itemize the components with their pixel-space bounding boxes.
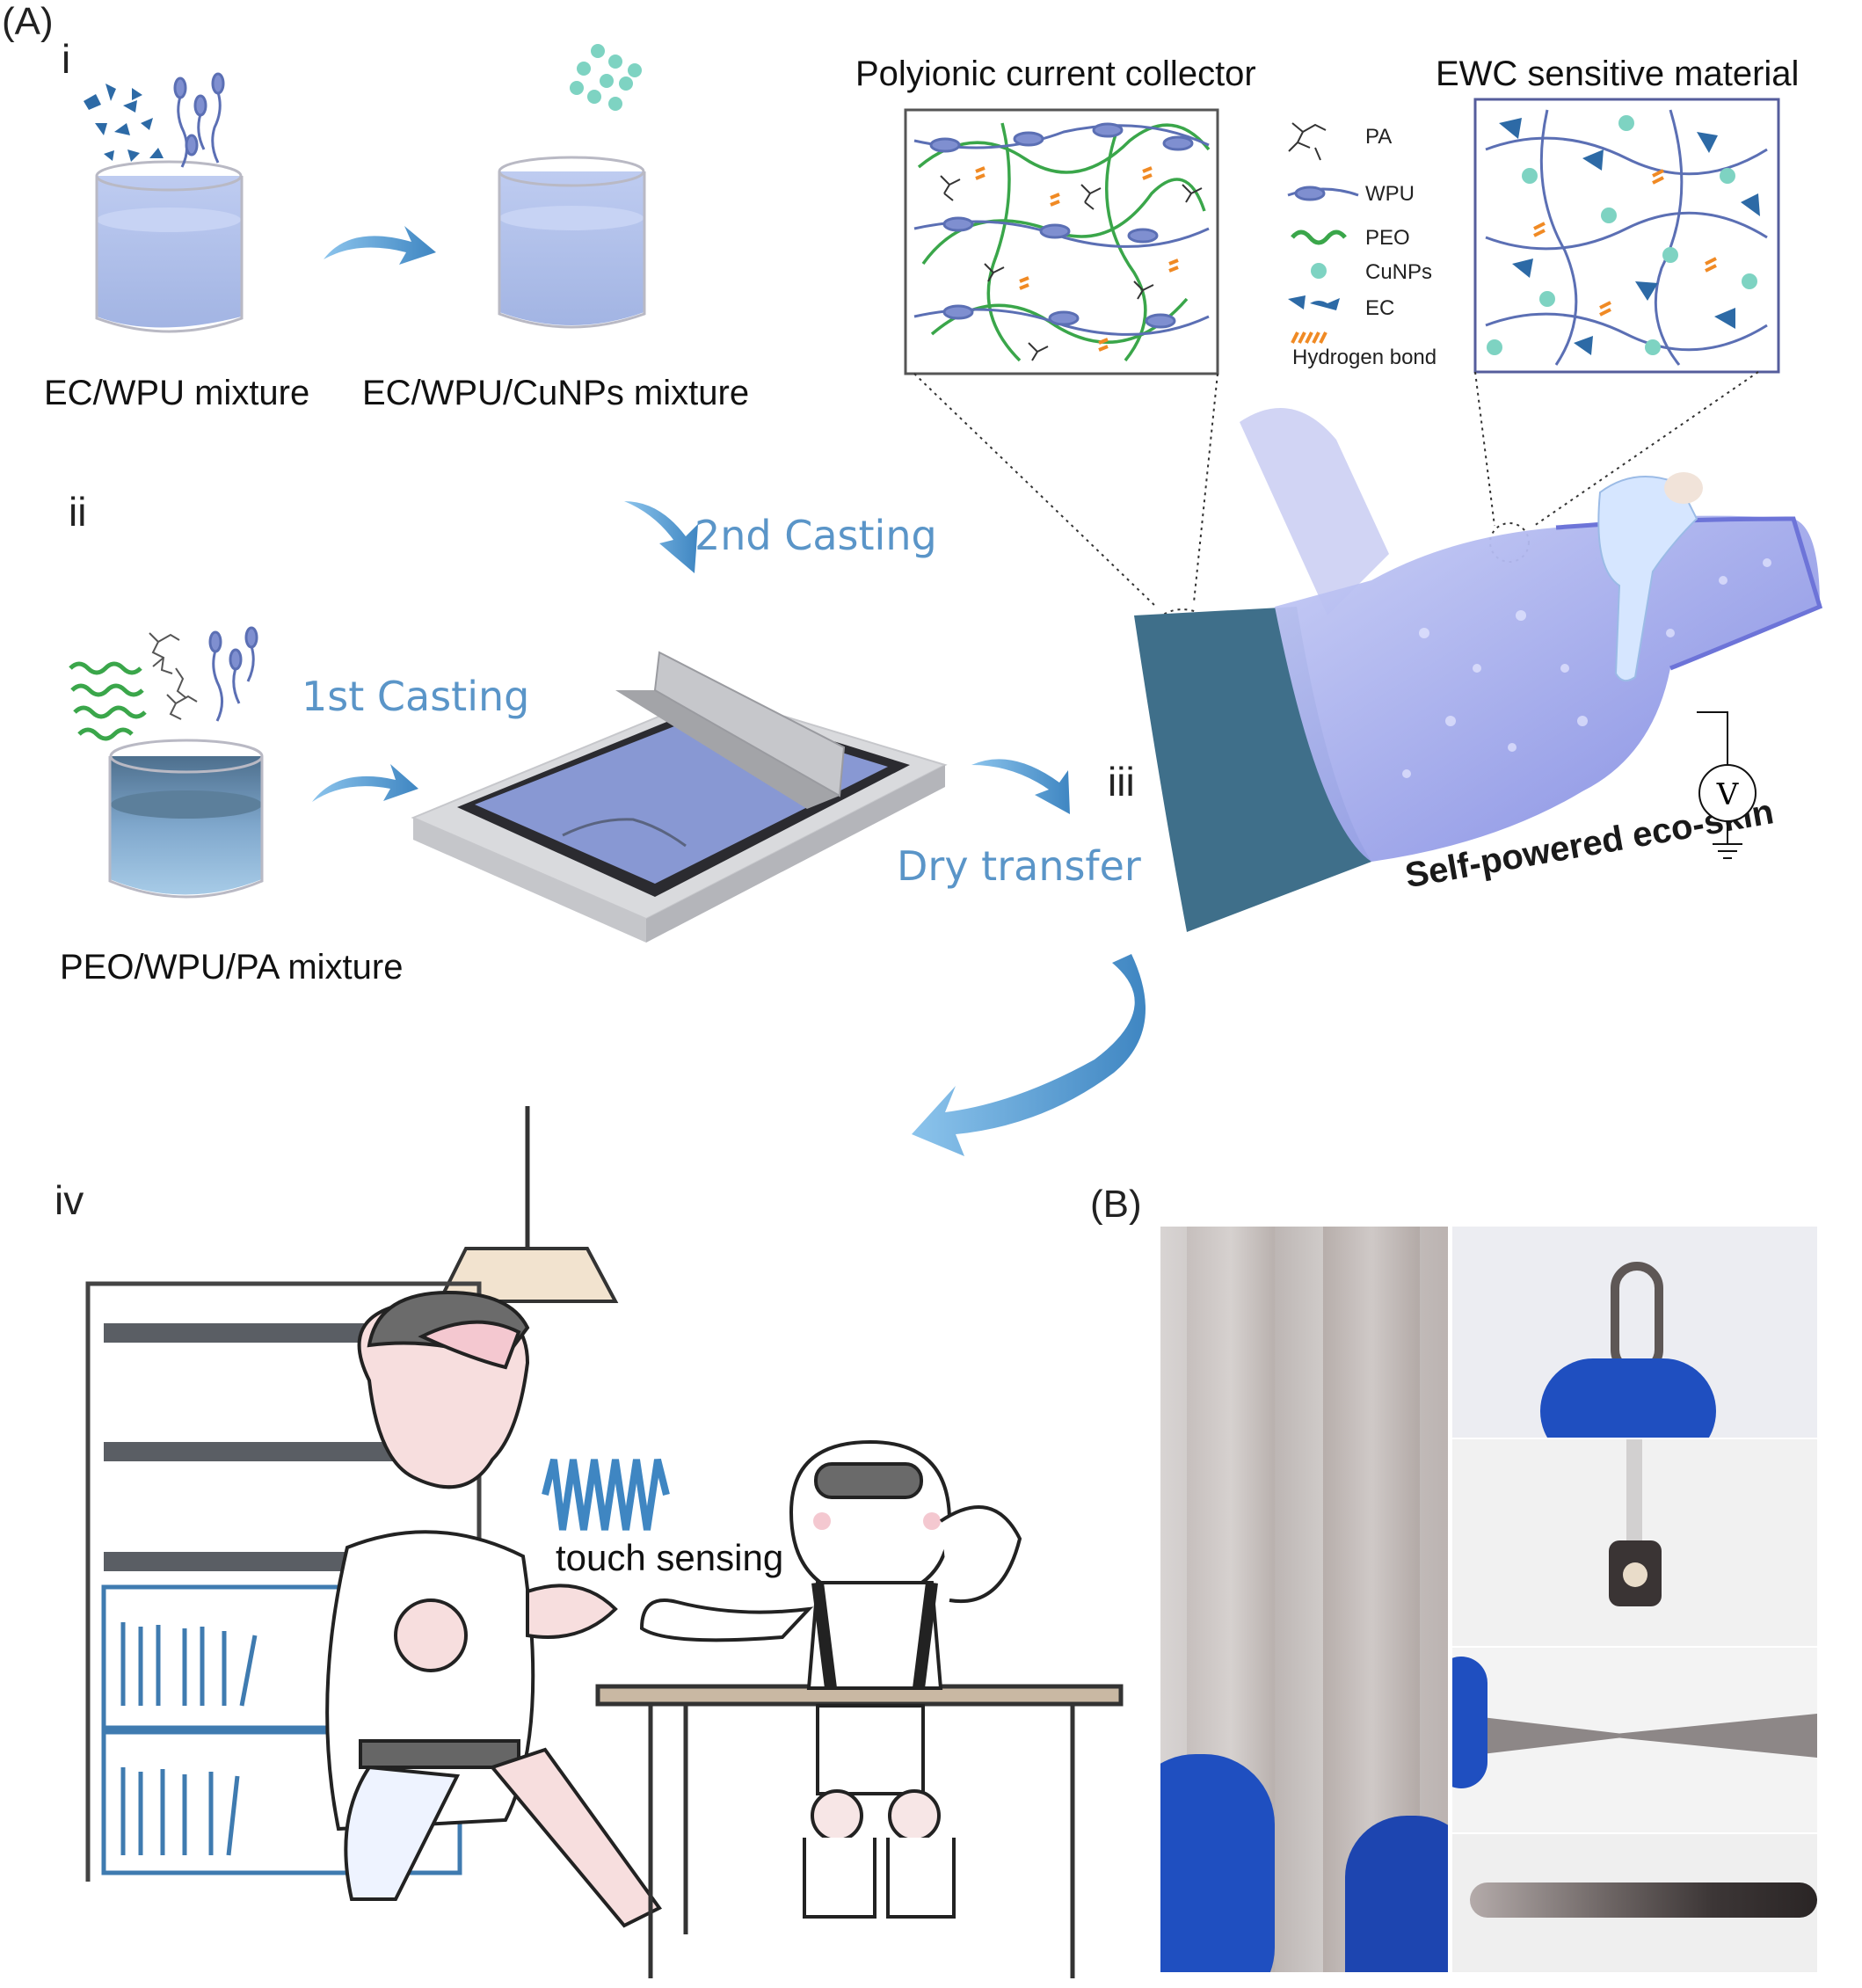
polyionic-collector-inset bbox=[906, 110, 1218, 374]
legend-peo-icon bbox=[1292, 232, 1345, 243]
arrow-icon bbox=[324, 226, 436, 265]
legend-pa-icon bbox=[1289, 123, 1326, 160]
peo-chains bbox=[70, 664, 145, 739]
pa-molecules bbox=[149, 633, 197, 719]
wpu-chains bbox=[175, 74, 223, 167]
voltmeter-label: V bbox=[1716, 777, 1740, 812]
legend-wpu-icon bbox=[1288, 187, 1358, 200]
robot bbox=[642, 1442, 1020, 1917]
touch-signal-wave bbox=[545, 1460, 666, 1530]
arrow-icon bbox=[912, 954, 1146, 1156]
person bbox=[327, 1293, 659, 1926]
eco-skin-device bbox=[1134, 408, 1820, 932]
photo-film-rod bbox=[1452, 1834, 1817, 1972]
beaker-peo-wpu-pa bbox=[110, 740, 262, 897]
legend-hbond-icon bbox=[1292, 332, 1326, 343]
photo-film-loop bbox=[1452, 1227, 1817, 1438]
cunp-particles bbox=[570, 44, 642, 111]
legend-icons bbox=[1288, 123, 1358, 343]
ec-particles bbox=[84, 84, 164, 162]
photo-film-strips bbox=[1160, 1227, 1448, 1972]
arrow-icon bbox=[312, 764, 418, 802]
gloved-finger bbox=[1160, 1754, 1275, 1972]
scene-illustration bbox=[88, 1106, 1121, 1978]
wpu-chains-ii bbox=[210, 628, 257, 721]
beaker-ec-wpu-cunps bbox=[499, 157, 644, 327]
legend-cunps-icon bbox=[1311, 263, 1327, 279]
ewc-inset bbox=[1475, 99, 1778, 372]
beaker-ec-wpu bbox=[97, 162, 242, 331]
photo-film-twist bbox=[1452, 1648, 1817, 1832]
casting-frame bbox=[413, 652, 945, 943]
arrow-icon bbox=[624, 501, 698, 573]
gloved-finger bbox=[1345, 1816, 1448, 1972]
arrow-icon bbox=[971, 759, 1070, 814]
legend-ec-icon bbox=[1288, 295, 1340, 310]
photo-film-roll bbox=[1452, 1439, 1817, 1646]
